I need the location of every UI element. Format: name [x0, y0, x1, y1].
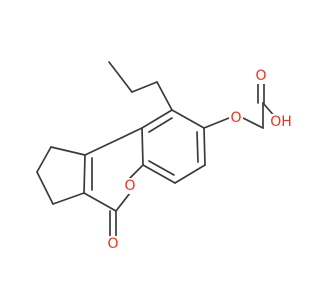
bond-propyl-ch3-ch2 — [108, 61, 133, 93]
bond-cp-a — [50, 146, 86, 156]
lactone-carbonyl-oxygen-bg — [106, 236, 120, 252]
bond-ring-c — [174, 164, 206, 184]
bond-propyl-ch2-aryl — [156, 81, 173, 111]
bond-ring-d — [142, 164, 176, 184]
bond-ring-o-aryl — [129, 164, 144, 179]
bond-carbonyl-c-c3a — [83, 192, 117, 212]
lactone-ring — [83, 127, 144, 237]
bond-propyl-ch2-ch2 — [131, 81, 158, 93]
acid-hydroxyl-bg — [270, 114, 294, 130]
lactone-carbonyl-oxygen-label: O — [107, 236, 118, 252]
bond-aryl-ether-o — [203, 117, 230, 129]
bond-ring-b-double — [196, 131, 199, 163]
ring-oxygen-bg — [123, 178, 137, 194]
bond-ring-b — [203, 127, 206, 166]
ether-oxygen-label: O — [230, 110, 241, 126]
bond-ring-f — [141, 109, 173, 129]
acid-hydroxyl-label: OH — [270, 114, 292, 130]
benzene-ring — [141, 109, 206, 184]
bond-ring-f-double — [148, 117, 173, 133]
acid-carbonyl-oxygen-bg — [254, 68, 268, 84]
bond-ether-o-ch2 — [242, 117, 264, 129]
ether-oxygen-bg — [229, 110, 243, 126]
oxyacetic-acid-chain — [203, 83, 277, 129]
bond-c3a-c9b — [83, 154, 86, 194]
propyl-chain — [108, 61, 173, 111]
bond-ring-o-carbonyl-c — [115, 192, 131, 212]
structure-diagram: O O OH O O — [36, 61, 294, 252]
atom-labels: O O OH O O — [106, 68, 294, 252]
acid-carbonyl-oxygen-label: O — [255, 68, 266, 84]
bond-ring-e — [141, 127, 144, 166]
bond-cp-c — [36, 171, 54, 205]
bond-cp-d — [52, 192, 85, 205]
molecule-drawing: O O OH O O — [36, 61, 294, 252]
bond-ring-d-double — [148, 160, 175, 176]
bond-cp-b — [36, 146, 52, 173]
cyclopentane-ring — [36, 146, 86, 205]
bond-ring-a — [171, 109, 205, 129]
ring-oxygen-label: O — [124, 178, 135, 194]
bond-c9b-aryl — [84, 127, 143, 156]
